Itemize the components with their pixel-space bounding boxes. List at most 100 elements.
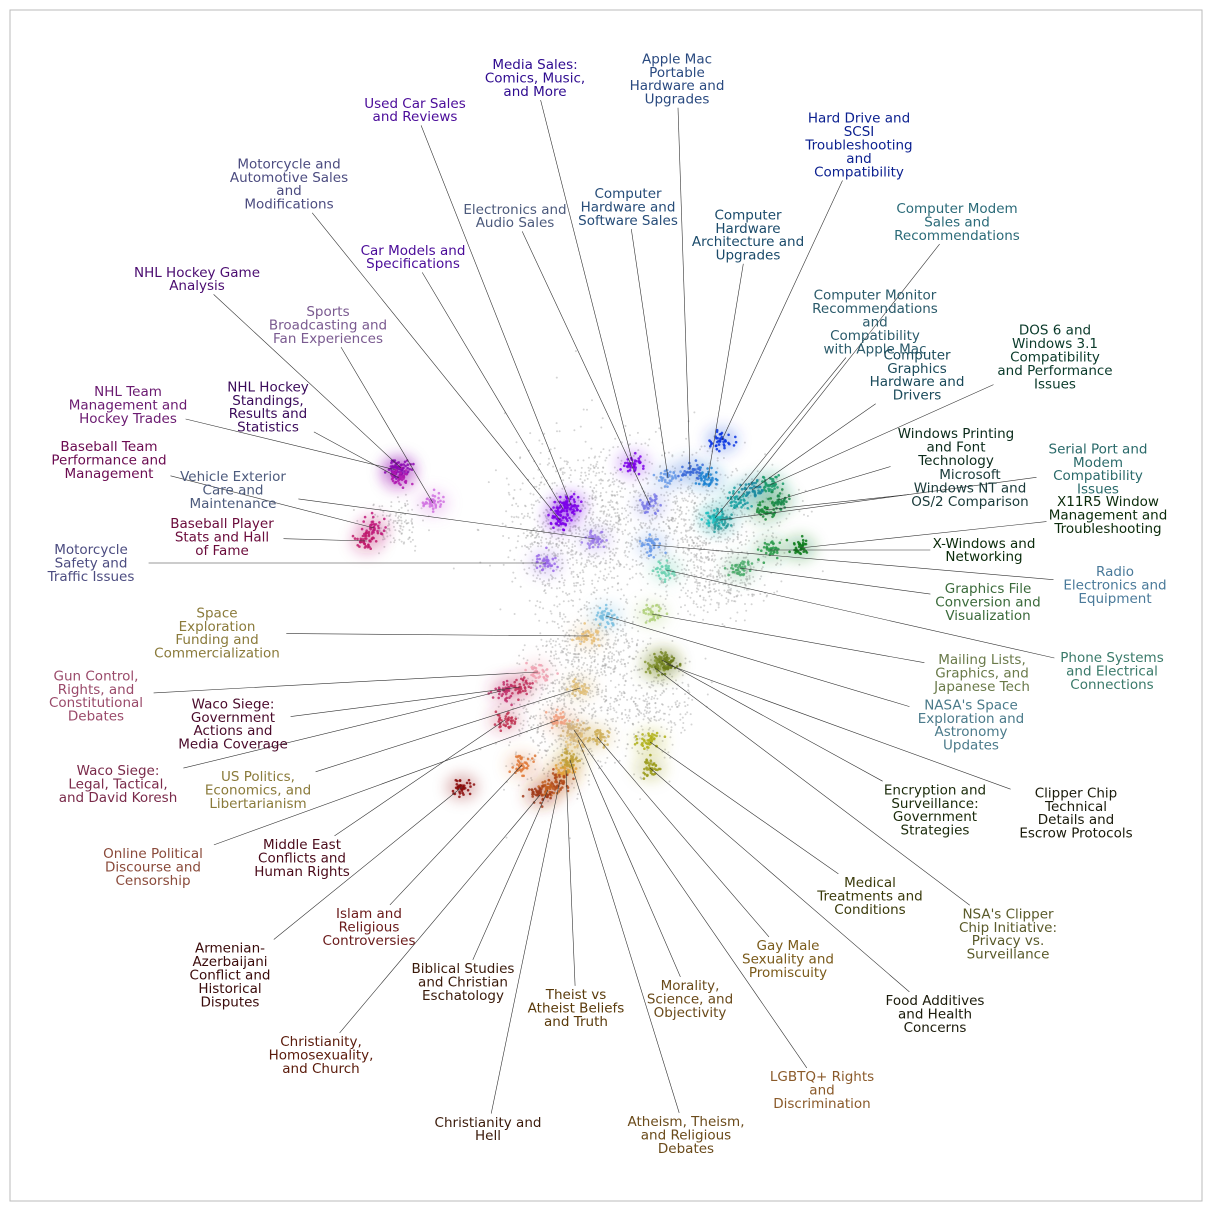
leader-line-used-car-sales-and-reviews <box>420 125 572 506</box>
leader-line-baseball-player-stats-and-hall-of-fame <box>283 538 368 542</box>
leader-line-morality-science-and-objectivity <box>577 739 681 978</box>
cluster-points-space-exploration-funding-and-commercialization <box>571 622 601 647</box>
cluster-points-baseball-player-stats-and-hall-of-fame <box>351 530 380 550</box>
leader-line-waco-siege-government-actions-and-media-coverage <box>290 686 521 717</box>
leader-line-christianity-and-hell <box>490 779 561 1114</box>
cluster-points-gun-control-rights-and-constitutional-debates <box>524 661 559 683</box>
cluster-points-us-politics-economics-and-libertarianism <box>566 677 590 697</box>
leader-line-waco-siege-legal-tactical-and-david-koresh <box>183 689 506 769</box>
leader-line-sports-broadcasting-and-fan-experiences <box>340 346 434 504</box>
leader-line-motorcycle-and-automotive-sales-and-modifications <box>311 212 561 521</box>
leader-line-food-additives-and-health-concerns <box>649 767 910 993</box>
cluster-points-baseball-team-performance-and-management <box>360 511 387 540</box>
leader-line-space-exploration-funding-and-commercialization <box>286 633 590 637</box>
cluster-points-radio-electronics-and-equipment <box>638 533 667 559</box>
cluster-points-microsoft-windows-nt-and-os-2-comparison <box>755 497 776 521</box>
cluster-label-media-sales-comics-music-and-more: Media Sales:Comics, Music,and More <box>485 57 585 100</box>
cluster-points-medical-treatments-and-conditions <box>633 731 667 750</box>
leader-line-apple-mac-portable-hardware-and-upgrades <box>677 107 691 471</box>
leader-line-mailing-lists-graphics-and-japanese-tech <box>651 613 925 663</box>
leader-line-microsoft-windows-nt-and-os-2-comparison <box>764 494 909 511</box>
leader-line-computer-modem-sales-and-recommendations <box>737 243 940 501</box>
leader-line-islam-and-religious-controversies <box>389 764 523 906</box>
leader-line-computer-hardware-architecture-and-upgrades <box>707 263 744 479</box>
cluster-label-waco-siege-legal-tactical-and-david-koresh: Waco Siege:Legal, Tactical,and David Kor… <box>59 763 178 806</box>
cluster-points-mailing-lists-graphics-and-japanese-tech <box>642 603 669 624</box>
leader-line-windows-printing-and-font-technology <box>777 466 891 501</box>
leader-line-vehicle-exterior-care-and-maintenance <box>298 498 596 540</box>
leader-line-serial-port-and-modem-compatibility-issues <box>719 477 1037 521</box>
cluster-points-car-models-and-specifications <box>549 496 576 520</box>
cluster-points-x11r5-window-management-and-troubleshooting <box>785 534 809 556</box>
leader-line-computer-hardware-and-software-sales <box>631 229 669 479</box>
leader-line-online-political-discourse-and-censorship <box>213 719 559 846</box>
cluster-label-christianity-homosexuality-and-church: Christianity,Homosexuality,and Church <box>269 1034 374 1077</box>
leader-line-phone-systems-and-electrical-connections <box>665 569 1055 659</box>
leader-line-encryption-and-surveillance-government-strategies <box>661 659 883 782</box>
leader-line-baseball-team-performance-and-management <box>170 475 375 529</box>
cluster-points-morality-science-and-objectivity <box>565 725 588 753</box>
leader-line-nhl-team-management-and-hockey-trades <box>185 418 397 471</box>
leader-line-christianity-homosexuality-and-church <box>339 794 541 1034</box>
leader-line-nsa-s-clipper-chip-initiative-privacy-vs-surveillance <box>654 667 970 906</box>
leader-line-x11r5-window-management-and-troubleshooting <box>799 521 1047 549</box>
cluster-points-middle-east-conflicts-and-human-rights <box>493 710 518 732</box>
leader-line-hard-drive-and-scsi-troubleshooting-and-compatibility <box>721 180 843 441</box>
leader-line-medical-treatments-and-conditions <box>649 741 839 875</box>
leader-line-nhl-hockey-game-analysis <box>213 294 402 469</box>
cluster-points-lgbtq-rights-and-discrimination <box>555 720 587 743</box>
leader-line-dos-6-and-windows-3-1-compatibility-and-performance-issues <box>769 384 994 486</box>
cluster-points-vehicle-exterior-care-and-maintenance <box>580 529 608 550</box>
leader-line-middle-east-conflicts-and-human-rights <box>334 719 506 837</box>
leader-line-computer-monitor-recommendations-and-compatibility-with-apple-mac <box>714 357 847 519</box>
cluster-points-graphics-file-conversion-and-visualization <box>723 560 754 577</box>
leader-line-gay-male-sexuality-and-promiscuity <box>596 736 770 938</box>
leader-line-atheism-theism-and-religious-debates <box>569 759 680 1113</box>
cluster-points-electronics-and-audio-sales <box>639 493 662 516</box>
leader-line-nasa-s-space-exploration-and-astronomy-updates <box>605 615 910 707</box>
cluster-points-armenian-azerbaijani-conflict-and-historical-disputes <box>451 778 476 799</box>
leader-line-lgbtq-rights-and-discrimination <box>573 729 808 1069</box>
cluster-points <box>351 428 809 808</box>
leader-line-electronics-and-audio-sales <box>521 231 651 506</box>
leader-line-biblical-studies-and-christian-eschatology <box>472 789 549 961</box>
leader-line-gun-control-rights-and-constitutional-debates <box>153 671 539 694</box>
leader-line-theist-vs-atheist-beliefs-and-truth <box>565 769 576 986</box>
